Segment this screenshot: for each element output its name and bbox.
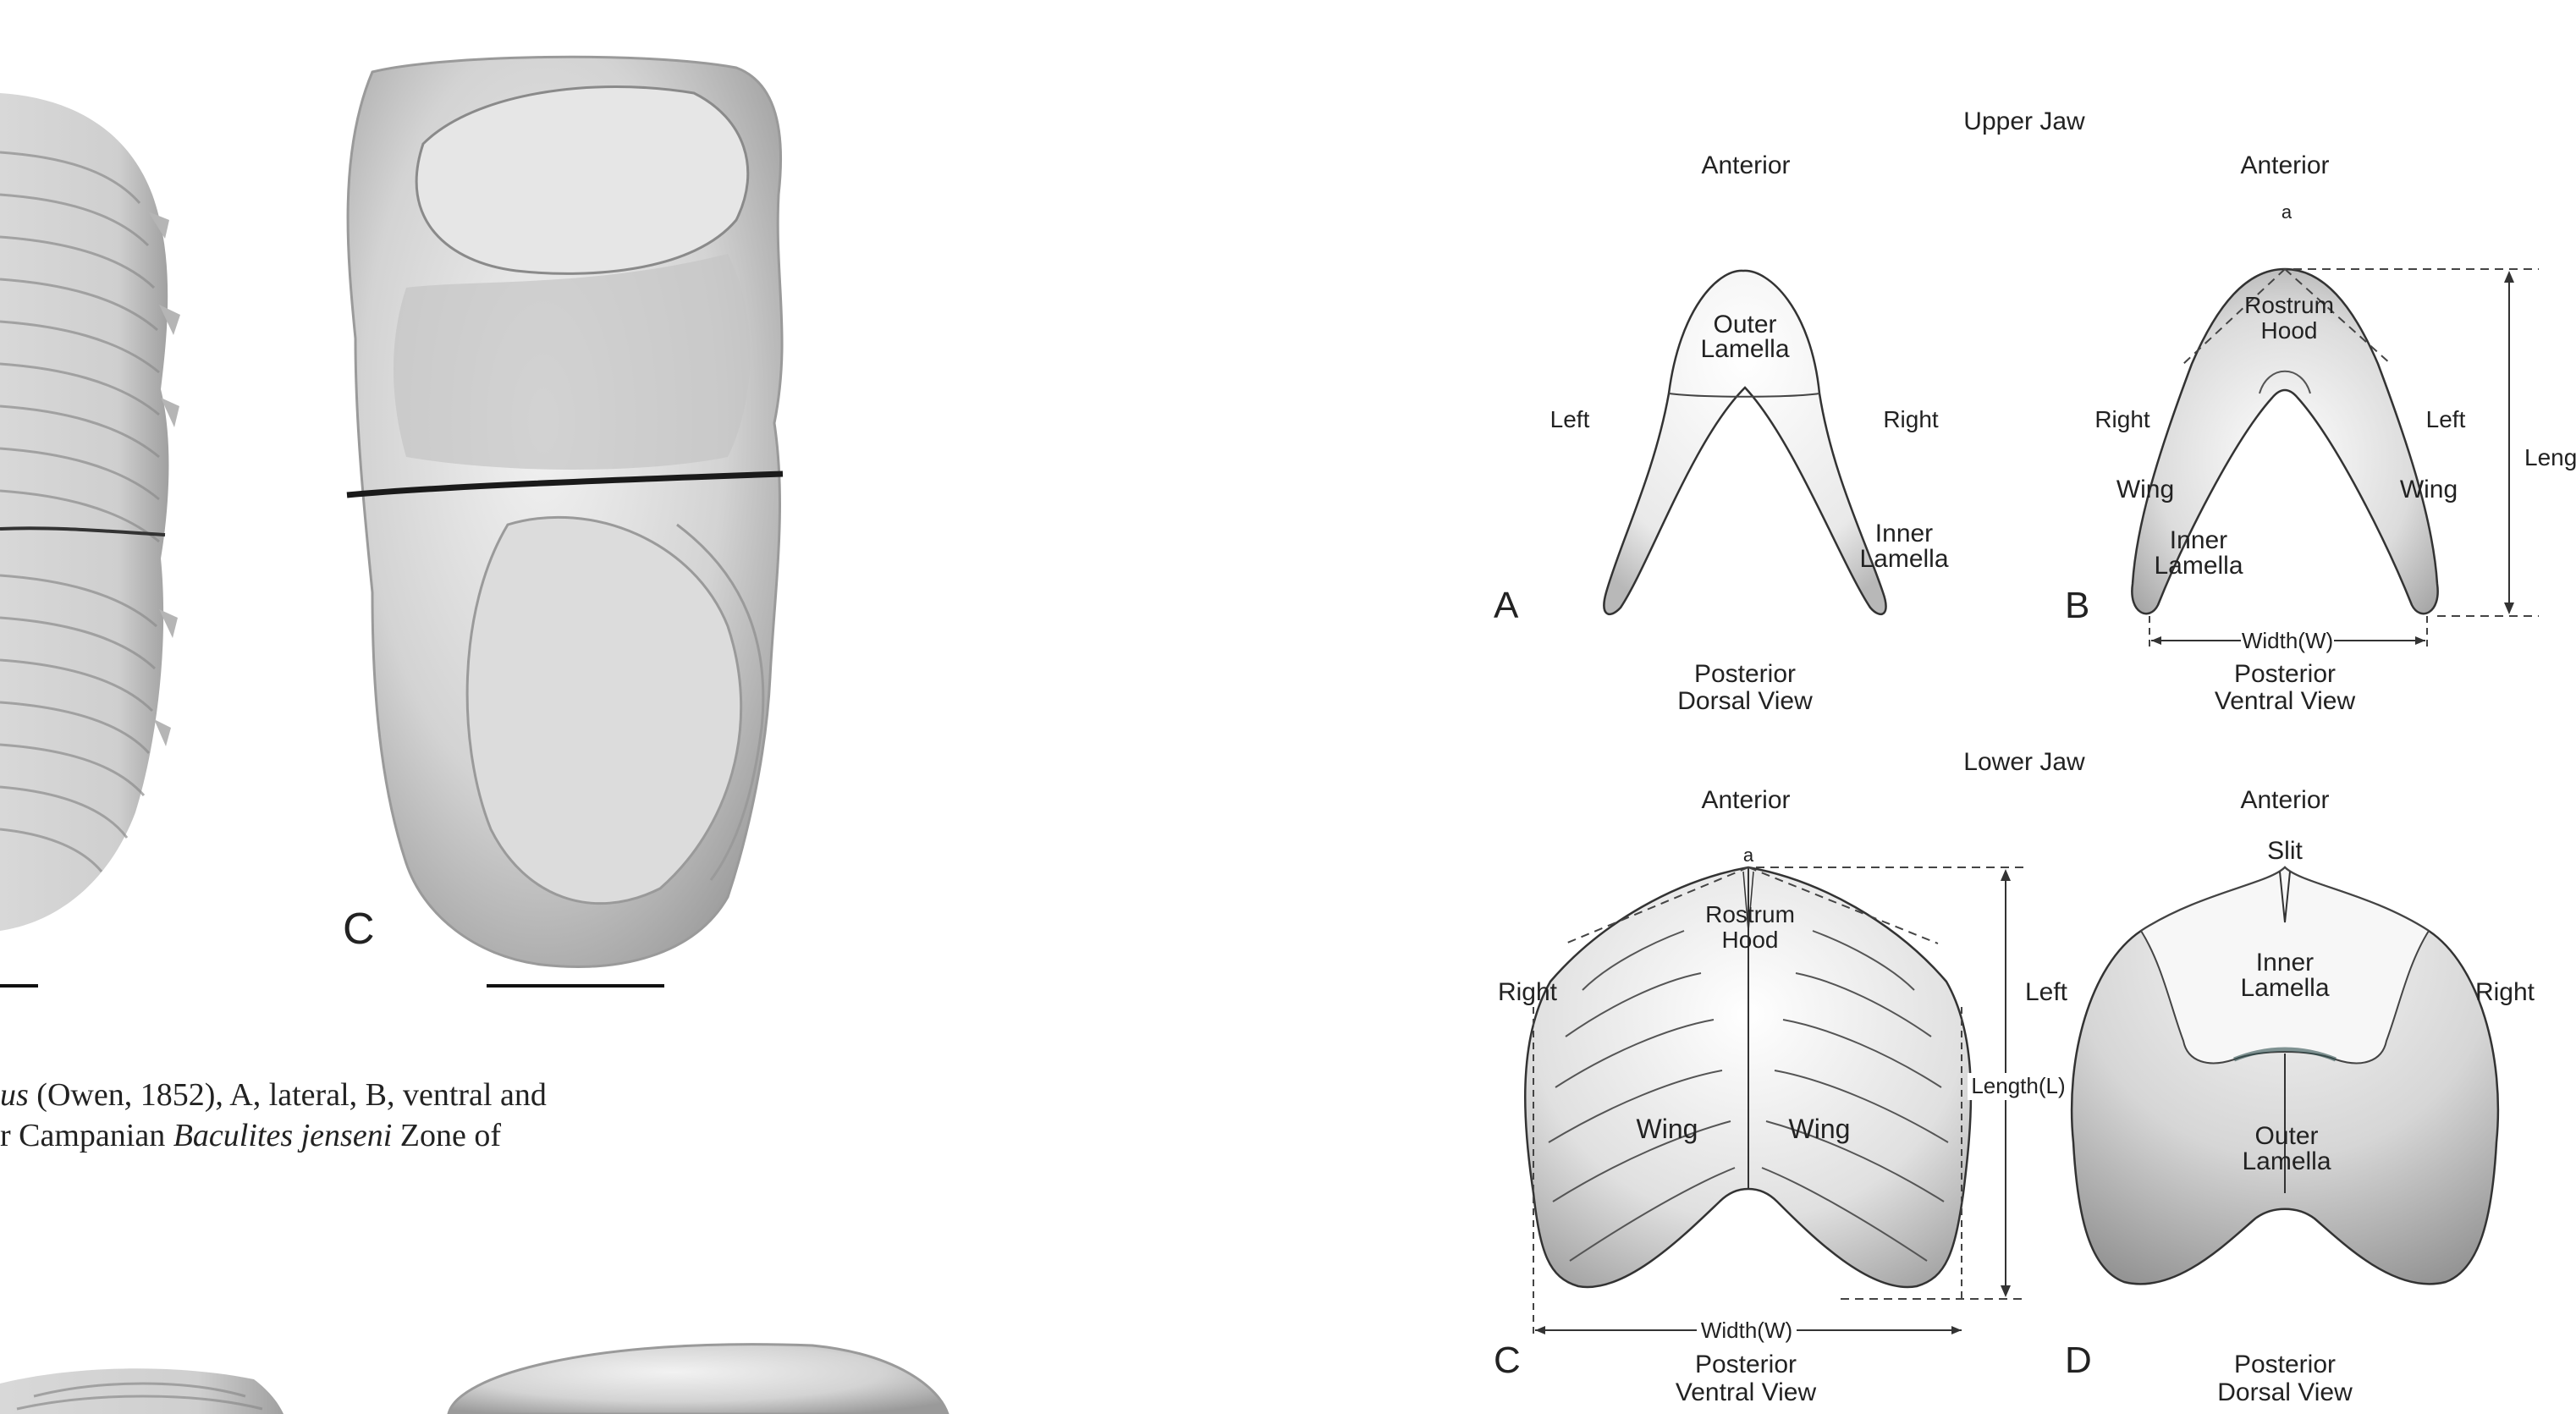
panel-b: Anterior a Rostrum Hood Right Left Wing … [2065,151,2576,715]
panel-d-outer-lamella-2: Lamella [2242,1147,2331,1175]
panel-b-rostrum-2: Hood [2261,317,2318,344]
panel-b-length-label: Length(L) [2524,444,2576,470]
panel-a-outer-lamella-2: Lamella [1700,335,1789,363]
panel-b-wing-right: Wing [2400,476,2458,503]
panel-c-anterior: Anterior [1701,786,1790,814]
panel-a-inner-lamella-2: Lamella [1859,545,1948,573]
panel-b-left: Left [2426,406,2466,432]
panel-d: Anterior Slit Inner Lamella Outer Lamell… [2065,786,2535,1406]
panel-c-wing-right: Wing [1789,1114,1851,1144]
panel-c-view: Ventral View [1676,1378,1817,1406]
panel-c-width-label: Width(W) [1701,1318,1792,1343]
panel-d-outer-lamella-1: Outer [2254,1122,2318,1150]
panel-c-rostrum-2: Hood [1722,927,1779,953]
panel-b-anterior: Anterior [2240,151,2329,179]
panel-b-apex: a [2282,201,2293,223]
panel-a-left: Left [1550,406,1590,432]
panel-c-rostrum-1: Rostrum [1705,901,1795,927]
panel-c-wing-left: Wing [1637,1114,1698,1144]
panel-b-right: Right [2094,406,2150,432]
panel-a-view: Dorsal View [1677,687,1813,715]
panel-c-length-label: Length(L) [1971,1073,2065,1098]
panel-b-letter: B [2065,585,2089,626]
panel-b-view: Ventral View [2215,687,2356,715]
panel-d-slit: Slit [2267,837,2303,865]
panel-d-right: Right [2475,978,2535,1006]
panel-d-letter: D [2065,1340,2092,1381]
panel-c-posterior: Posterior [1695,1351,1797,1378]
panel-b-posterior: Posterior [2234,660,2336,688]
panel-b-width-label: Width(W) [2242,628,2333,653]
lower-jaw-title: Lower Jaw [1963,748,2085,776]
panel-a-posterior: Posterior [1694,660,1796,688]
panel-c-apex: a [1743,845,1754,866]
panel-a-right: Right [1883,406,1939,432]
panel-c-right: Right [1498,978,1558,1006]
panel-d-inner-lamella-2: Lamella [2240,974,2329,1002]
panel-a: Anterior Outer Lamella Left Right Inner … [1494,151,1949,715]
panel-b-inner-lamella-2: Lamella [2154,552,2243,580]
panel-d-anterior: Anterior [2240,786,2329,814]
panel-c: Anterior a Rostrum Hood Right Left Wing … [1494,786,2069,1406]
panel-d-posterior: Posterior [2234,1351,2336,1378]
panel-a-anterior: Anterior [1701,151,1790,179]
panel-b-wing-left: Wing [2116,476,2174,503]
panel-a-inner-lamella-1: Inner [1875,520,1933,547]
panel-b-rostrum-1: Rostrum [2244,292,2334,318]
panel-b-inner-lamella-1: Inner [2170,526,2227,554]
panel-c-left: Left [2025,978,2068,1006]
panel-a-letter: A [1494,585,1519,626]
panel-c-letter: C [1494,1340,1521,1381]
panel-d-inner-lamella-1: Inner [2256,949,2314,977]
panel-d-view: Dorsal View [2217,1378,2353,1406]
upper-jaw-title: Upper Jaw [1963,107,2085,135]
